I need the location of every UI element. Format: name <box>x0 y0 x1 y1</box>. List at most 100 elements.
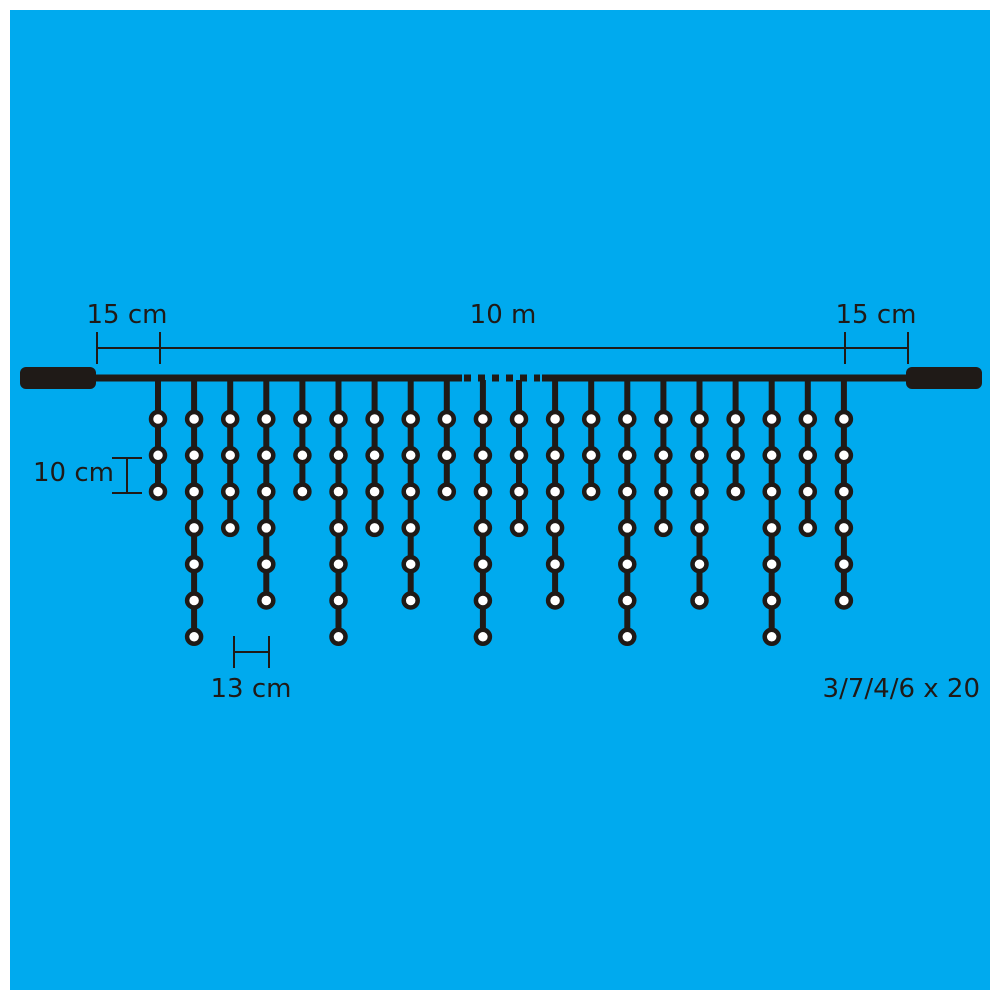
led-bulb <box>148 482 168 501</box>
led-bulb <box>473 627 493 647</box>
led-bulb <box>545 591 565 610</box>
led-bulb <box>690 446 709 465</box>
led-bulb <box>473 482 493 501</box>
led-bulb <box>654 518 673 538</box>
dimension-led-spacing <box>112 457 142 494</box>
led-bulb <box>437 446 457 465</box>
dimension-drop-spacing <box>233 636 270 668</box>
led-bulb <box>184 627 204 647</box>
led-bulb <box>365 409 384 429</box>
led-bulb <box>726 409 745 429</box>
lead-left-label: 15 cm <box>87 300 168 330</box>
led-bulb <box>545 518 565 538</box>
main-length-label: 10 m <box>470 300 537 330</box>
led-bulb <box>329 482 348 501</box>
led-bulb <box>545 554 565 574</box>
led-bulb <box>762 591 781 610</box>
led-bulb <box>473 518 493 538</box>
led-bulb <box>834 446 854 465</box>
led-bulb <box>726 446 745 465</box>
led-bulb <box>184 409 204 429</box>
led-bulb <box>726 482 745 501</box>
led-bulb <box>690 554 709 574</box>
diagram-background <box>10 10 990 990</box>
plug-connector-right <box>906 367 982 389</box>
led-bulb <box>329 554 348 574</box>
pattern-label: 3/7/4/6 x 20 <box>823 674 980 704</box>
led-bulb <box>473 554 493 574</box>
led-bulb <box>220 518 240 538</box>
led-bulb <box>509 409 529 429</box>
led-bulb <box>220 482 240 501</box>
led-bulb <box>618 518 637 538</box>
led-bulb <box>184 518 204 538</box>
lead-right-label: 15 cm <box>836 300 917 330</box>
led-bulb <box>293 446 312 465</box>
led-bulb <box>220 409 240 429</box>
led-bulb <box>148 446 168 465</box>
dimension-lead-right <box>845 332 909 364</box>
led-bulb <box>690 591 709 610</box>
led-bulb <box>581 446 601 465</box>
led-bulb <box>365 446 384 465</box>
led-bulb <box>329 627 348 647</box>
led-bulb <box>257 446 276 465</box>
led-bulb <box>834 409 854 429</box>
led-bulb <box>834 591 854 610</box>
led-bulb <box>257 591 276 610</box>
led-bulb <box>762 554 781 574</box>
led-bulb <box>618 446 637 465</box>
led-bulb <box>365 482 384 501</box>
led-bulb <box>509 518 529 538</box>
led-bulb <box>690 518 709 538</box>
led-bulb <box>220 446 240 465</box>
led-bulb <box>762 409 781 429</box>
led-bulb <box>834 518 854 538</box>
led-bulb <box>545 482 565 501</box>
led-bulb <box>762 518 781 538</box>
led-bulb <box>257 482 276 501</box>
led-bulb <box>654 482 673 501</box>
led-bulb <box>654 409 673 429</box>
led-bulb <box>329 409 348 429</box>
led-bulb <box>473 409 493 429</box>
led-bulb <box>690 482 709 501</box>
led-bulb <box>618 482 637 501</box>
led-bulb <box>329 518 348 538</box>
led-bulb <box>798 482 818 501</box>
led-bulb <box>545 409 565 429</box>
drop-spacing-label: 13 cm <box>211 674 292 704</box>
led-bulb <box>184 591 204 610</box>
led-bulb <box>184 554 204 574</box>
led-bulb <box>834 482 854 501</box>
led-bulb <box>509 482 529 501</box>
led-bulb <box>184 482 204 501</box>
led-spacing-label: 10 cm <box>33 458 114 488</box>
led-bulb <box>437 409 457 429</box>
led-bulb <box>618 554 637 574</box>
led-bulb <box>401 554 420 574</box>
dimension-lead-left <box>96 332 161 364</box>
led-bulb <box>618 627 637 647</box>
icicle-drops <box>148 380 854 647</box>
led-bulb <box>690 409 709 429</box>
led-bulb <box>798 446 818 465</box>
led-bulb <box>257 518 276 538</box>
led-bulb <box>762 627 781 647</box>
led-bulb <box>401 591 420 610</box>
led-bulb <box>798 518 818 538</box>
led-bulb <box>437 482 457 501</box>
led-bulb <box>257 409 276 429</box>
led-bulb <box>618 591 637 610</box>
led-bulb <box>401 518 420 538</box>
led-bulb <box>257 554 276 574</box>
led-bulb <box>473 446 493 465</box>
led-bulb <box>401 446 420 465</box>
led-bulb <box>329 591 348 610</box>
led-bulb <box>798 409 818 429</box>
led-bulb <box>365 518 384 538</box>
plug-connector-left <box>20 367 96 389</box>
led-bulb <box>473 591 493 610</box>
dimension-main-length <box>160 332 846 364</box>
